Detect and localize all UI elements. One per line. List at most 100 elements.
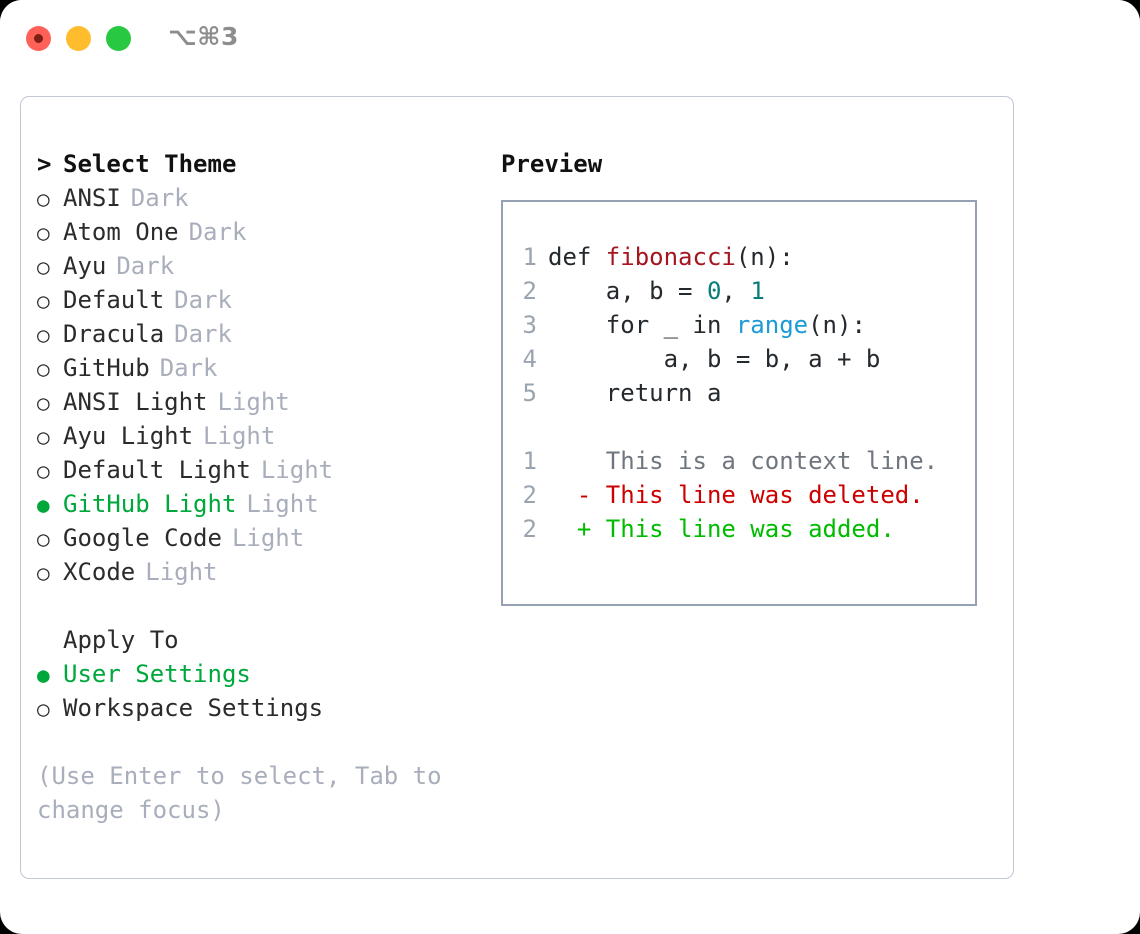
theme-name-label: GitHub [63,354,150,382]
code-line-text: return a [548,376,722,410]
diff-line-text: + This line was added. [548,515,895,543]
code-line-text: for _ in range(n): [548,308,866,342]
apply-to-header: ○ Apply To [37,623,487,657]
maximize-button-icon[interactable] [106,26,131,51]
code-token-num: 1 [750,277,765,305]
minimize-button-icon[interactable] [66,26,91,51]
diff-block: 1 This is a context line. 2 - This line w… [515,444,965,546]
code-line-number: 2 [522,277,537,305]
radio-unselected-icon: ○ [37,697,50,721]
theme-variant-label: Light [246,490,319,518]
theme-picker-header: > Select Theme [37,147,487,181]
theme-variant-label: Light [203,422,276,450]
theme-list-item[interactable]: ○ ANSI Light Light [37,385,487,419]
diff-line-number: 2 [522,481,537,509]
caret-icon: > [37,150,52,178]
code-line-number: 3 [522,311,537,339]
radio-unselected-icon: ○ [37,255,50,279]
theme-name-label: GitHub Light [63,490,237,518]
close-button-icon[interactable] [26,26,51,51]
code-token-fn: fibonacci [605,243,736,271]
theme-name-label: Atom One [63,218,179,246]
code-line-number: 1 [522,243,537,271]
code-token-plain: , [721,277,751,305]
radio-selected-icon: ● [37,493,50,517]
blank-marker-icon: ○ [37,624,63,658]
theme-name-label: ANSI Light [63,388,208,416]
radio-unselected-icon: ○ [37,391,50,415]
theme-variant-label: Light [260,456,334,484]
theme-list-item[interactable]: ○ Ayu Dark [37,249,487,283]
theme-name-label: Default [63,286,165,314]
theme-list-item[interactable]: ○ GitHub Dark [37,351,487,385]
theme-list-item[interactable]: ○ Default Light Light [37,453,487,487]
radio-unselected-icon: ○ [37,561,50,585]
theme-variant-label: Dark [174,286,232,314]
theme-variant-label: Dark [116,252,175,280]
diff-line: 1 This is a context line. [515,444,965,478]
theme-variant-label: Dark [159,354,218,382]
radio-unselected-icon: ○ [37,323,50,347]
code-token-plain: a, b = b, a + b [548,345,881,373]
traffic-lights [26,26,131,51]
theme-variant-label: Dark [188,218,247,246]
radio-unselected-icon: ○ [37,357,50,381]
theme-list-item[interactable]: ○ Atom One Dark [37,215,487,249]
theme-variant-label: Light [217,388,290,416]
radio-unselected-icon: ○ [37,459,50,483]
apply-to-option[interactable]: ● User Settings [37,657,487,691]
keyboard-shortcut-label: ⌥⌘3 [168,22,239,51]
code-line: 1 def fibonacci(n): [515,240,965,274]
code-line-number: 4 [522,345,537,373]
preview-title: Preview [501,150,603,178]
code-token-plain: for _ in [548,311,736,339]
radio-unselected-icon: ○ [37,221,50,245]
diff-line: 2 + This line was added. [515,512,965,546]
apply-to-header-label: Apply To [63,626,179,654]
code-token-plain: a, b = [548,277,707,305]
theme-picker-header-label: Select Theme [63,150,237,178]
list-spacer [37,589,487,623]
code-token-call: range [735,311,809,339]
radio-selected-icon: ● [37,663,50,687]
code-line: 3 for _ in range(n): [515,308,965,342]
theme-list-item[interactable]: ● GitHub Light Light [37,487,487,521]
code-token-num: 0 [706,277,722,305]
code-line: 2 a, b = 0, 1 [515,274,965,308]
code-line: 5 return a [515,376,965,410]
code-token-kw: def [548,243,606,271]
code-line-text: a, b = 0, 1 [548,274,765,308]
theme-name-label: Ayu [63,252,107,280]
diff-line-number: 1 [522,447,537,475]
theme-name-label: Default Light [63,456,251,484]
theme-name-label: ANSI [63,184,121,212]
code-token-plain: (n): [808,311,866,339]
apply-to-option-label: User Settings [63,660,251,688]
code-diff-separator [515,410,965,444]
title-bar: ⌥⌘3 [0,0,1140,76]
theme-variant-label: Light [231,524,305,552]
theme-name-label: Ayu Light [63,422,194,450]
radio-unselected-icon: ○ [37,187,50,211]
theme-variant-label: Light [145,558,218,586]
code-line-number: 5 [522,379,537,407]
code-line-text: def fibonacci(n): [548,240,794,274]
code-line-text: a, b = b, a + b [548,342,881,376]
apply-to-option[interactable]: ○Workspace Settings [37,691,487,725]
diff-line-text: - This line was deleted. [548,481,924,509]
